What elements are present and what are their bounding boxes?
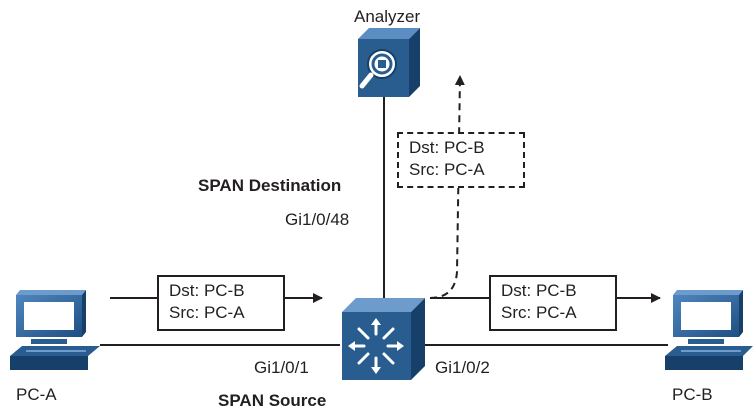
switch-icon	[342, 298, 425, 380]
packet-box-mirrored: Dst: PC-B Src: PC-A	[397, 132, 525, 188]
pc-b-label: PC-B	[672, 385, 713, 404]
packet-dst: Dst: PC-B	[169, 281, 245, 300]
port-gi1-0-2-label: Gi1/0/2	[435, 358, 490, 377]
span-source-label: SPAN Source	[218, 391, 327, 410]
pc-a-label: PC-A	[16, 385, 57, 404]
packet-dst: Dst: PC-B	[409, 138, 485, 157]
pc-b-icon	[665, 290, 753, 370]
analyzer-label: Analyzer	[354, 7, 421, 26]
span-destination-label: SPAN Destination	[198, 176, 342, 195]
packet-dst: Dst: PC-B	[501, 281, 577, 300]
packet-src: Src: PC-A	[169, 303, 245, 322]
pc-a-icon	[10, 290, 100, 370]
analyzer-icon	[358, 28, 420, 97]
packet-src: Src: PC-A	[409, 160, 485, 179]
mirrored-traffic-arrow	[429, 75, 465, 299]
packet-src: Src: PC-A	[501, 303, 577, 322]
packet-box-left: Dst: PC-B Src: PC-A	[157, 275, 285, 331]
port-gi1-0-1-label: Gi1/0/1	[254, 358, 309, 377]
port-gi1-0-48-label: Gi1/0/48	[285, 210, 350, 229]
packet-box-right: Dst: PC-B Src: PC-A	[489, 275, 617, 331]
